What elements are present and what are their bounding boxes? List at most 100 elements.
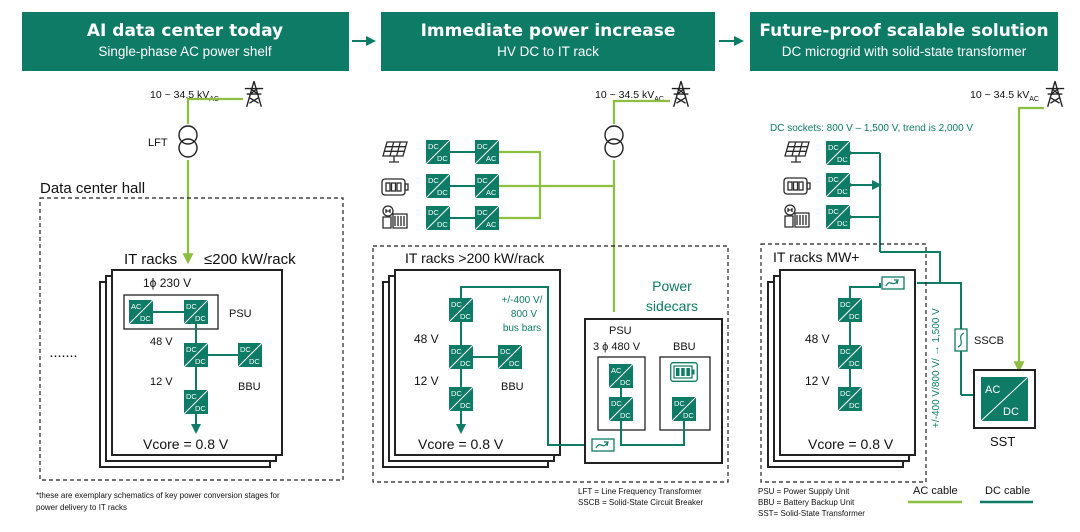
svg-text:DC: DC (840, 300, 851, 309)
legend: AC cable DC cable (908, 485, 1033, 504)
dc-dc-converter: DC DC (838, 345, 862, 369)
grid-voltage-label: 10 ~ 34.5 kVAC (595, 89, 664, 103)
it-room-boundary (760, 243, 927, 483)
svg-text:DC: DC (477, 142, 488, 151)
header-panel-1: AI data center today Single-phase AC pow… (22, 12, 349, 71)
svg-text:DC: DC (849, 312, 860, 321)
legend-sst: SST= Solid-State Transformer (758, 509, 865, 518)
busbar-label-line-3: bus bars (503, 323, 541, 334)
ac-dc-converter: AC DC (129, 300, 153, 324)
bbu-label: BBU (238, 381, 261, 393)
svg-text:DC: DC (620, 411, 631, 420)
psu-label: PSU (229, 308, 252, 320)
dc-dc-converter: DC DC (672, 397, 696, 421)
svg-text:DC: DC (428, 142, 439, 151)
svg-text:DC: DC (437, 188, 448, 197)
panel-2-title: Immediate power increase (421, 21, 676, 41)
svg-text:DC: DC (611, 399, 622, 408)
dc-dc-converter: DC DC (184, 343, 208, 367)
12v-label: 12 V (805, 374, 830, 388)
svg-text:DC: DC (828, 207, 839, 216)
svg-text:DC: DC (674, 399, 685, 408)
phase-label: 1ϕ 230 V (143, 276, 191, 290)
ac-cable (499, 150, 616, 312)
sscb-label: SSCB (974, 335, 1004, 347)
panel-1-subtitle: Single-phase AC power shelf (98, 44, 272, 59)
bus-voltage-label: +/-400 V/800 V/ → 1,500 V (931, 308, 942, 428)
svg-text:DC: DC (683, 411, 694, 420)
svg-text:AC: AC (486, 220, 497, 229)
rack-title: IT racks >200 kW/rack (405, 250, 545, 266)
panel-3-diagram: 10 ~ 34.5 kVAC DC sockets: 800 V – 1,500… (758, 80, 1065, 518)
svg-text:DC: DC (460, 401, 471, 410)
svg-text:DC: DC (460, 359, 471, 368)
dc-dc-converter: DC DC (609, 397, 633, 421)
battery-icon (783, 177, 811, 195)
grid-voltage-label: 10 ~ 34.5 kVAC (150, 89, 219, 103)
battery-icon (381, 178, 409, 196)
dc-dc-converter: DC DC (449, 387, 473, 411)
transformer-icon (604, 125, 624, 158)
svg-text:DC: DC (186, 392, 197, 401)
dc-dc-converter: DC DC (426, 140, 450, 164)
svg-text:AC: AC (486, 154, 497, 163)
svg-text:DC: DC (840, 389, 851, 398)
busbar-label-line-1: +/-400 V/ (502, 295, 543, 306)
svg-text:DC: DC (837, 155, 848, 164)
transmission-tower-icon (671, 80, 691, 108)
dc-dc-converter: DC DC (826, 205, 850, 229)
svg-text:DC: DC (837, 219, 848, 228)
bbu-label: BBU (501, 381, 524, 393)
data-center-hall-label: Data center hall (40, 180, 145, 197)
svg-text:DC: DC (500, 347, 511, 356)
48v-label: 48 V (414, 332, 439, 346)
transmission-tower-icon (244, 80, 264, 108)
breaker-icon (954, 328, 968, 352)
psu-box (123, 294, 219, 330)
svg-text:DC: DC (828, 175, 839, 184)
grid-voltage-label: 10 ~ 34.5 kVAC (970, 89, 1039, 103)
12v-label: 12 V (150, 376, 173, 388)
sidecar-psu-label: PSU (609, 325, 632, 337)
48v-label: 48 V (150, 336, 173, 348)
legend-psu: PSU = Power Supply Unit (758, 487, 850, 496)
svg-text:DC: DC (451, 389, 462, 398)
transformer-icon (178, 125, 198, 158)
panel-1-title: AI data center today (87, 21, 283, 41)
panel-1-diagram: 10 ~ 34.5 kVAC LFT Data center hall IT r… (36, 80, 344, 512)
svg-text:AC: AC (985, 384, 1000, 396)
12v-label: 12 V (414, 374, 439, 388)
solar-panel-icon (784, 141, 810, 163)
svg-text:DC: DC (620, 378, 631, 387)
panel-2-subtitle: HV DC to IT rack (497, 44, 599, 59)
svg-text:DC: DC (509, 359, 520, 368)
it-rack (394, 269, 561, 456)
svg-text:DC: DC (437, 154, 448, 163)
sidecar-bbu-label: BBU (673, 341, 696, 353)
sidecar-phase-label: 3 ϕ 480 V (593, 341, 641, 353)
header-panel-2: Immediate power increase HV DC to IT rac… (381, 12, 715, 71)
footnote-line-2: power delivery to IT racks (36, 503, 127, 512)
transmission-tower-icon (1045, 80, 1065, 108)
vcore-label: Vcore = 0.8 V (808, 436, 894, 452)
svg-text:DC: DC (849, 359, 860, 368)
solar-panel-icon (382, 141, 408, 163)
svg-text:DC: DC (249, 357, 260, 366)
data-center-hall-boundary (39, 197, 344, 481)
svg-text:DC: DC (428, 176, 439, 185)
svg-text:DC: DC (451, 300, 462, 309)
svg-text:DC: DC (840, 347, 851, 356)
svg-text:DC: DC (828, 143, 839, 152)
svg-text:DC: DC (240, 345, 251, 354)
dc-sockets-label: DC sockets: 800 V – 1,500 V, trend is 2,… (770, 123, 973, 134)
legend-lft: LFT = Line Frequency Transformer (578, 487, 702, 496)
legend-sscb: SSCB = Solid-State Circuit Breaker (578, 498, 703, 507)
legend-ac-label: AC cable (913, 485, 958, 497)
